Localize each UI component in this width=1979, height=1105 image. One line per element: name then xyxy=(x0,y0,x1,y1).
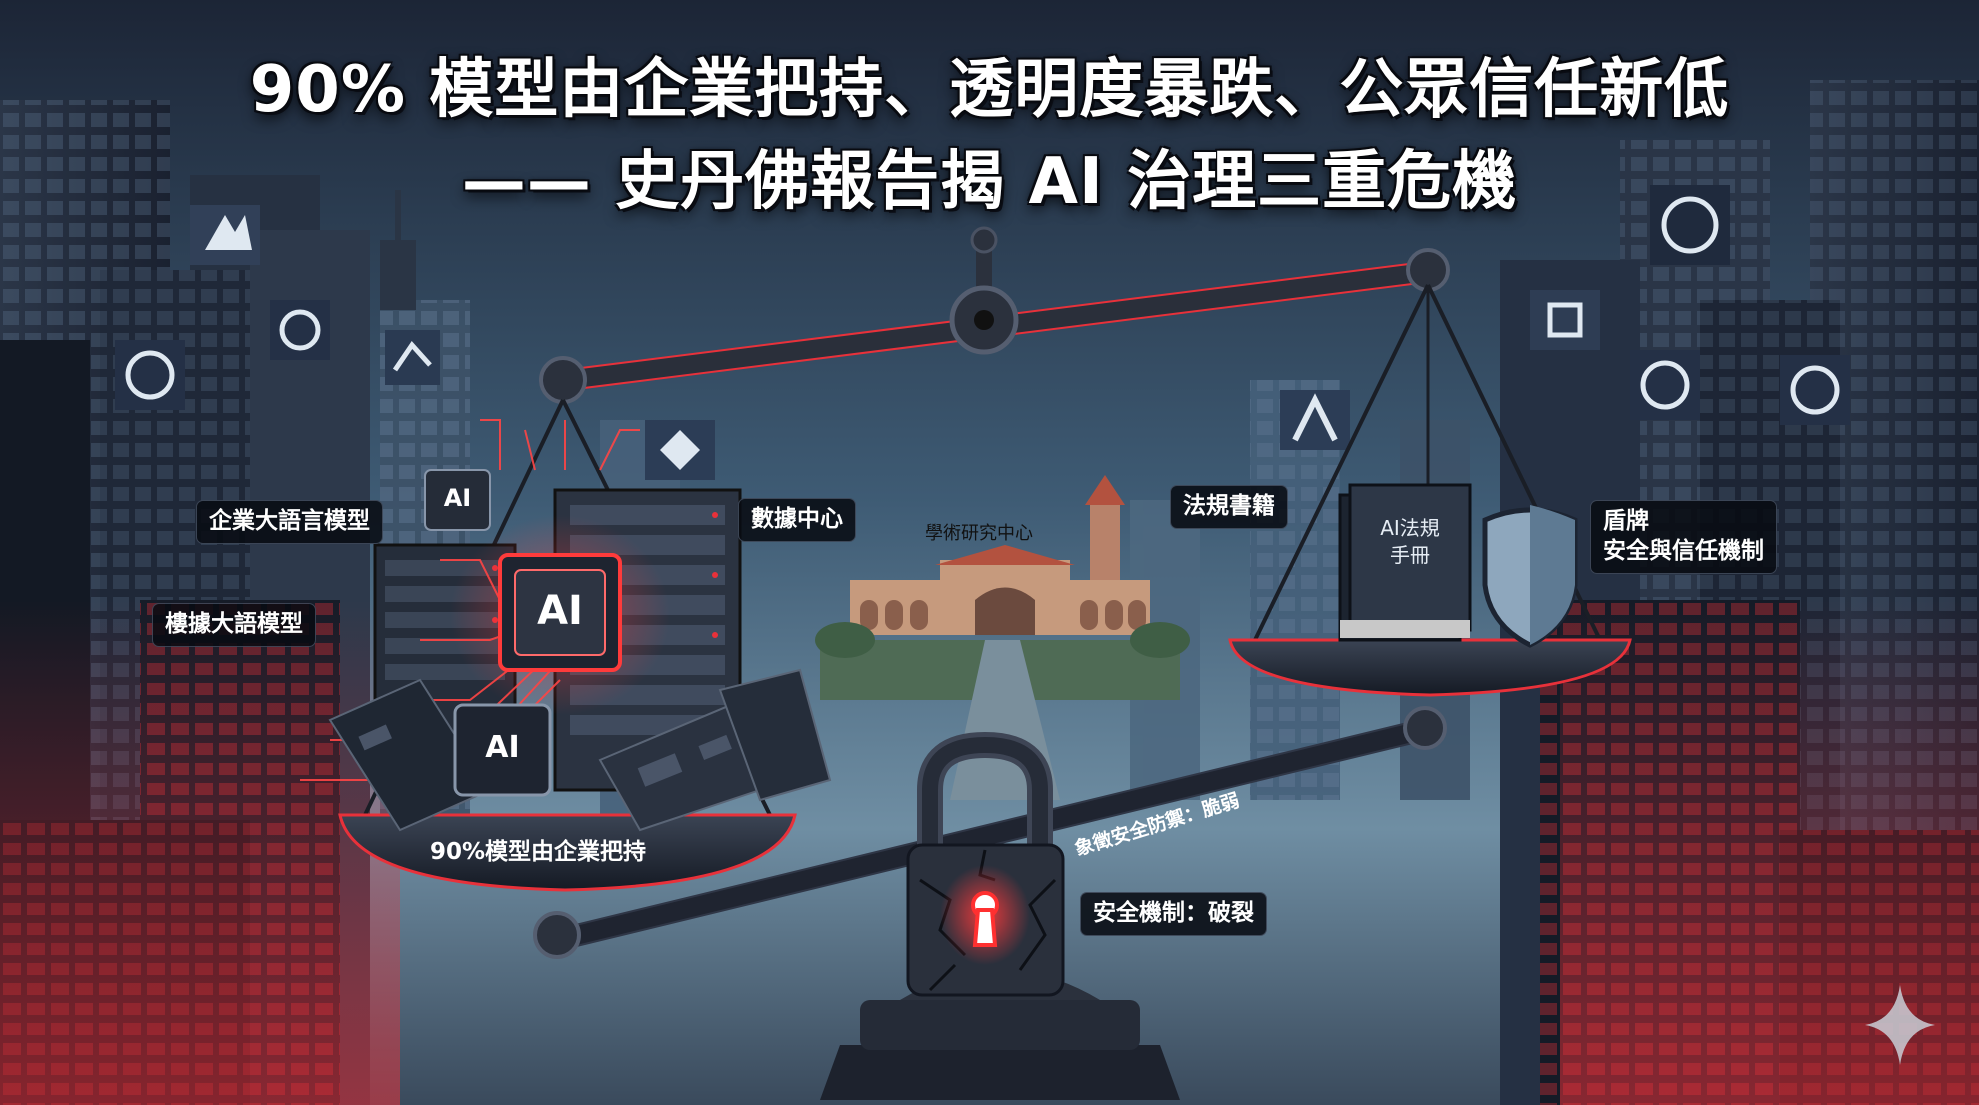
main-ai-chip xyxy=(498,553,622,672)
book-title: AI法規 手冊 xyxy=(1350,515,1470,569)
academic-building xyxy=(815,475,1190,800)
label-safety-mechanism: 安全機制：破裂 xyxy=(1080,892,1267,936)
logo-plates xyxy=(115,185,1850,480)
left-buildings xyxy=(0,100,400,1105)
label-data-center: 數據中心 xyxy=(738,498,856,542)
lock-icon xyxy=(906,731,1065,997)
title-line-2: —— 史丹佛報告揭 AI 治理三重危機 xyxy=(461,145,1518,219)
small-ai-chip-bottom xyxy=(453,703,552,797)
small-ai-chip-top-label: AI xyxy=(443,484,472,512)
main-ai-chip-label: AI xyxy=(537,588,583,634)
shield-icon xyxy=(1482,505,1578,648)
book-title-line-1: AI法規 xyxy=(1380,516,1440,540)
balance-scale-icon xyxy=(338,226,1632,1100)
book-icon xyxy=(1338,483,1472,642)
circuit-boards xyxy=(328,668,832,832)
openai-logo-icon xyxy=(125,350,175,400)
label-regulation-books: 法規書籍 xyxy=(1170,485,1288,529)
label-shield-line-1: 盾牌 xyxy=(1603,508,1649,534)
label-shield-line-2: 安全與信任機制 xyxy=(1603,537,1764,564)
label-left-pan: 90%模型由企業把持 xyxy=(430,839,647,865)
sparkle-icon xyxy=(1865,985,1935,1065)
label-academic-center: 學術研究中心 xyxy=(925,523,1033,544)
right-buildings xyxy=(1500,80,1979,1105)
book-title-line-2: 手冊 xyxy=(1390,543,1430,567)
label-enterprise-llm: 企業大語言模型 xyxy=(196,500,383,544)
label-building-llm: 樓據大語模型 xyxy=(152,603,316,647)
small-ai-chip-bottom-label: AI xyxy=(485,730,520,765)
label-shield: 盾牌 安全與信任機制 xyxy=(1590,500,1777,574)
title-line-1: 90% 模型由企業把持、透明度暴跌、公眾信任新低 xyxy=(249,53,1730,127)
small-ai-chip-top xyxy=(424,469,491,531)
